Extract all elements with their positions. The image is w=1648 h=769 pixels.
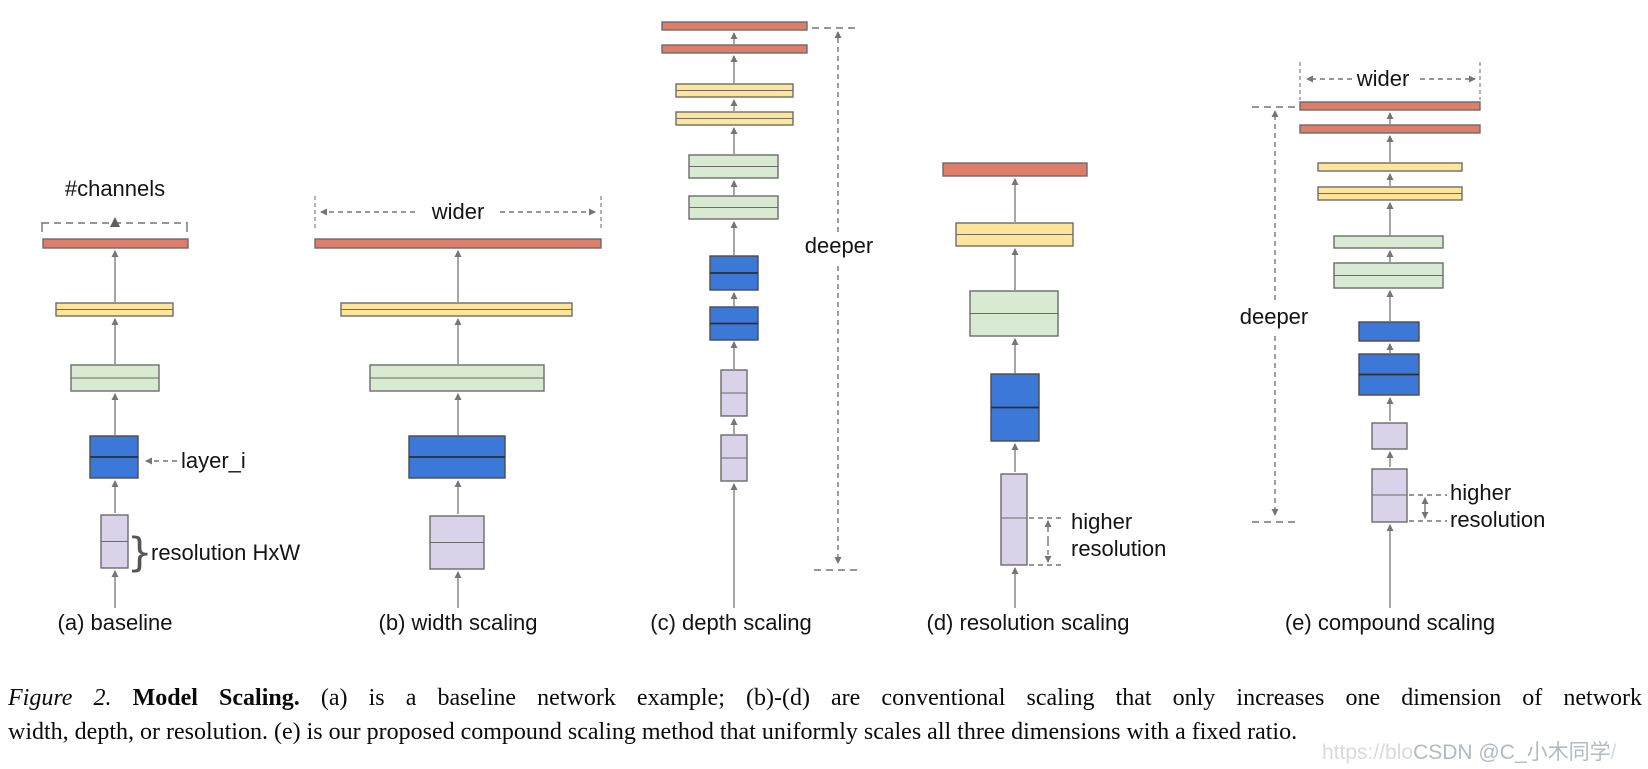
- diagram-baseline: #channels layer_i } resolution HxW (a) b…: [41, 176, 300, 635]
- watermark-handle: CSDN @C_小木同学: [1413, 741, 1611, 764]
- deeper-annotation-c: deeper: [805, 233, 874, 258]
- resolution-annotation-d: resolution: [1071, 536, 1166, 561]
- figure-number: Figure 2.: [8, 685, 112, 711]
- layer-box-lavender: [1371, 422, 1408, 450]
- higher-resolution-measure-d: [1029, 517, 1063, 566]
- diagram-label-e: (e) compound scaling: [1285, 610, 1495, 635]
- layer-box-red: [1299, 101, 1481, 111]
- wider-annotation-b: wider: [431, 199, 485, 224]
- layer-annotation: layer_i: [181, 448, 246, 473]
- layer-box-red: [661, 44, 808, 54]
- layer-box-red: [1299, 124, 1481, 134]
- figure-caption: Figure 2. Model Scaling. (a) is a baseli…: [8, 681, 1642, 749]
- layer-box-yellow: [1317, 162, 1463, 172]
- higher-annotation-e: higher: [1450, 480, 1511, 505]
- diagram-width-scaling: wider (b) width scaling: [314, 196, 602, 635]
- resolution-brace: }: [127, 530, 152, 576]
- layer-box-lavender: [1000, 473, 1028, 566]
- diagram-compound-scaling: wider: [1240, 62, 1545, 635]
- channels-annotation: #channels: [65, 176, 165, 201]
- model-scaling-figure: #channels layer_i } resolution HxW (a) b…: [41, 21, 1545, 635]
- caption-text-line1: (a) is a baseline network example; (b)-(…: [320, 685, 1643, 711]
- deeper-annotation-e: deeper: [1240, 304, 1309, 329]
- wider-annotation-e: wider: [1356, 66, 1410, 91]
- layer-box-red: [314, 238, 602, 249]
- wider-measure-b: [314, 196, 602, 228]
- layer-box-blue: [1358, 321, 1420, 342]
- diagram-label-a: (a) baseline: [58, 610, 173, 635]
- figure-title: Model Scaling.: [132, 685, 300, 711]
- diagram-label-b: (b) width scaling: [379, 610, 538, 635]
- wider-measure-e: [1299, 62, 1481, 100]
- deeper-measure-c: [812, 27, 860, 571]
- resolution-annotation: resolution HxW: [151, 540, 300, 565]
- diagram-resolution-scaling: higher resolution (d) resolution scaling: [927, 162, 1166, 635]
- deeper-measure-e: [1252, 106, 1296, 523]
- layer-box-green: [1333, 235, 1444, 249]
- layer-box-red: [942, 162, 1088, 177]
- csdn-watermark: https://bloCSDN @C_小木同学/: [1322, 736, 1616, 766]
- diagram-depth-scaling: deeper (c) depth scaling: [650, 21, 874, 635]
- layer-box-red: [42, 238, 189, 249]
- resolution-annotation-e: resolution: [1450, 507, 1545, 532]
- diagram-label-c: (c) depth scaling: [650, 610, 811, 635]
- higher-resolution-measure-e: [1409, 494, 1447, 522]
- caption-line-2: width, depth, or resolution. (e) is our …: [8, 719, 1298, 745]
- caption-line-1: Figure 2. Model Scaling. (a) is a baseli…: [8, 681, 1642, 715]
- watermark-url-prefix: https://blo: [1322, 741, 1414, 764]
- layer-box-red: [661, 21, 808, 31]
- diagram-label-d: (d) resolution scaling: [927, 610, 1130, 635]
- higher-annotation-d: higher: [1071, 509, 1132, 534]
- watermark-url-suffix: /: [1610, 741, 1617, 764]
- channels-arrowhead-icon: [110, 217, 120, 227]
